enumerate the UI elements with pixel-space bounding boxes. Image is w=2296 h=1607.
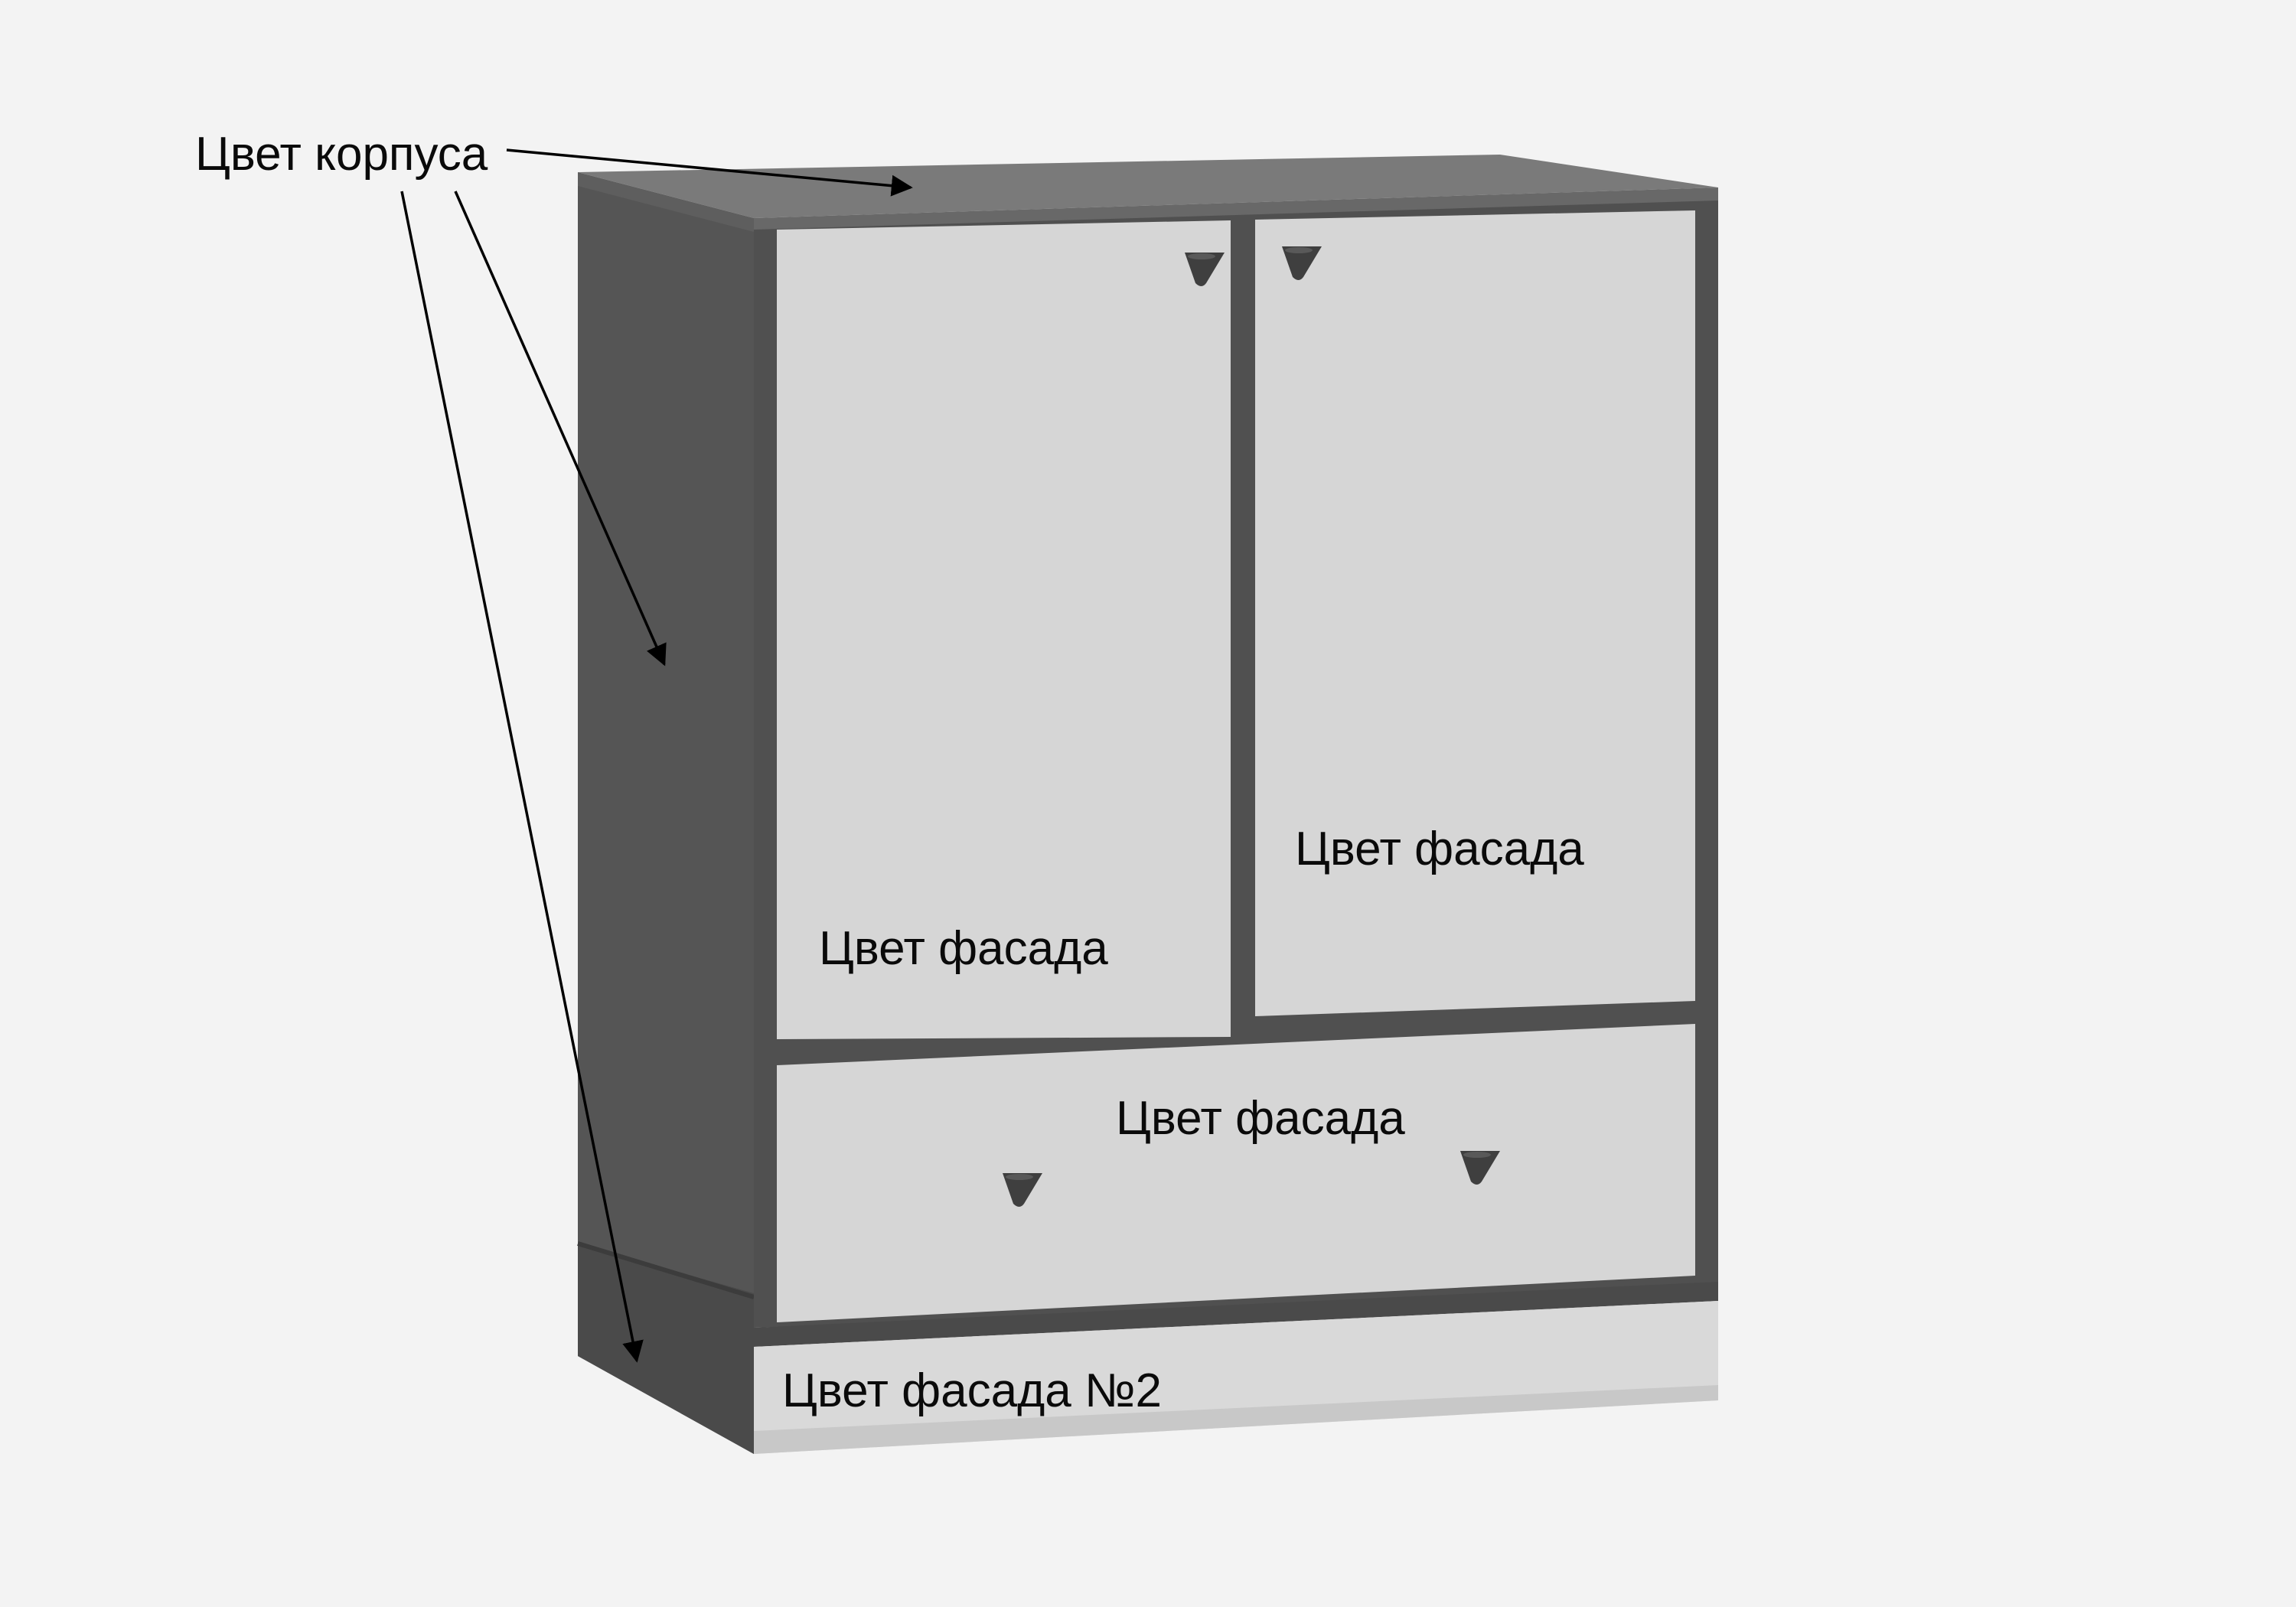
arrow-to-top-panel [506, 148, 913, 197]
drawer-facade [777, 1024, 1695, 1322]
door-handle-left [1185, 253, 1225, 286]
side-plinth-edge [577, 1241, 755, 1299]
cabinet-top-front-edge [578, 172, 754, 232]
plinth-facade [754, 1301, 1718, 1454]
label-facade-drawer: Цвет фасада [1116, 1092, 1405, 1145]
right-door-facade [1255, 210, 1695, 1016]
cabinet-bottom-frame [754, 1282, 1718, 1347]
label-facade-plinth: Цвет фасада №2 [782, 1364, 1162, 1417]
cabinet-top-panel [578, 155, 1718, 218]
arrow-to-side-panel [454, 191, 667, 667]
cabinet-top-edge-front [754, 187, 1718, 232]
plinth-side [578, 1244, 754, 1454]
arrow-to-plinth-side [400, 191, 644, 1363]
label-facade-left-door: Цвет фасада [819, 922, 1108, 975]
drawer-handle-right [1460, 1151, 1500, 1185]
drawer-handle-left [1003, 1173, 1042, 1207]
cabinet-side-panel [578, 182, 754, 1454]
left-door-facade [777, 220, 1231, 1039]
plinth-shadow [754, 1385, 1718, 1454]
label-body-color: Цвет корпуса [195, 128, 488, 181]
label-facade-right-door: Цвет фасада [1295, 823, 1584, 875]
door-handle-right [1282, 246, 1322, 280]
